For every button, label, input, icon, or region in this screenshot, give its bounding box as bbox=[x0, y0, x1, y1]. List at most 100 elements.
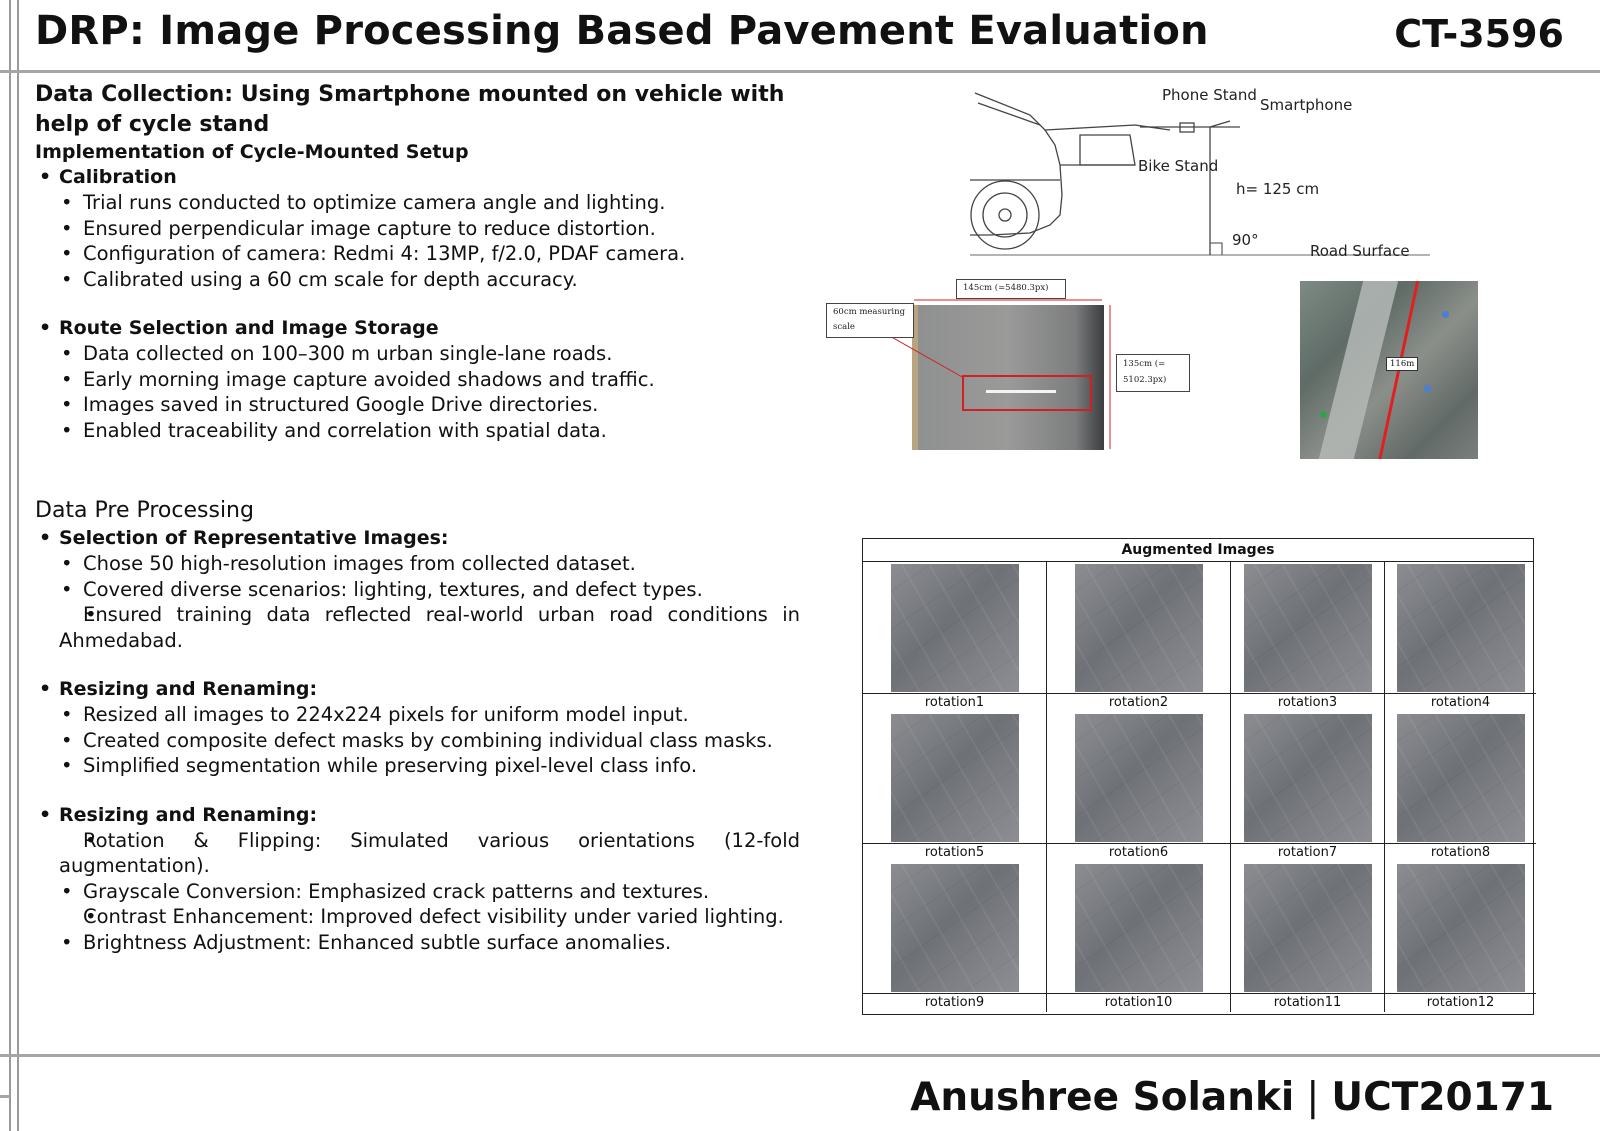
augmented-caption: rotation6 bbox=[1047, 843, 1230, 862]
augmented-caption: rotation12 bbox=[1385, 993, 1536, 1012]
augmented-caption: rotation3 bbox=[1231, 693, 1384, 712]
augmented-cell: rotation9 bbox=[863, 862, 1047, 1012]
calibration-photo: 145cm (=5480.3px) 60cm measuring scale 1… bbox=[826, 279, 1196, 453]
augmented-cell: rotation3 bbox=[1231, 562, 1385, 712]
height-label-line2: 5102.3px) bbox=[1123, 375, 1167, 385]
group-title-selection: Selection of Representative Images: bbox=[35, 526, 800, 551]
collection-list: Calibration Trial runs conducted to opti… bbox=[35, 165, 800, 443]
augmented-image bbox=[1397, 864, 1525, 992]
car-sketch bbox=[970, 92, 1430, 256]
map-pin-icon bbox=[1424, 385, 1431, 392]
data-collection-section: Data Collection: Using Smartphone mounte… bbox=[35, 80, 800, 443]
list-item: Covered diverse scenarios: lighting, tex… bbox=[35, 577, 800, 603]
augmented-image bbox=[1075, 564, 1203, 692]
augmented-caption: rotation10 bbox=[1047, 993, 1230, 1012]
augmented-caption: rotation5 bbox=[863, 843, 1046, 862]
list-item: Chose 50 high-resolution images from col… bbox=[35, 551, 800, 577]
smartphone-label: Smartphone bbox=[1260, 96, 1353, 114]
list-item: Ensured perpendicular image capture to r… bbox=[35, 216, 800, 242]
augmented-title: Augmented Images bbox=[863, 539, 1533, 562]
augmented-cell: rotation11 bbox=[1231, 862, 1385, 1012]
frame-line-left-outer bbox=[9, 0, 11, 1131]
road-surface-label: Road Surface bbox=[1310, 242, 1410, 260]
scale-label-line1: 60cm measuring bbox=[833, 307, 906, 317]
list-item: Rotation & Flipping: Simulated various o… bbox=[35, 828, 800, 879]
list-item: Contrast Enhancement: Improved defect vi… bbox=[35, 904, 800, 930]
height-label: h= 125 cm bbox=[1236, 180, 1320, 198]
group-title-resizing: Resizing and Renaming: bbox=[35, 677, 800, 702]
augmented-image bbox=[1075, 864, 1203, 992]
augmented-caption: rotation8 bbox=[1385, 843, 1536, 862]
measuring-scale bbox=[986, 390, 1056, 393]
augmented-caption: rotation11 bbox=[1231, 993, 1384, 1012]
augmented-image bbox=[1397, 714, 1525, 842]
scale-label-line2: scale bbox=[833, 322, 855, 332]
setup-diagram: Phone Stand Smartphone Bike Stand h= 125… bbox=[970, 85, 1430, 265]
list-item: Brightness Adjustment: Enhanced subtle s… bbox=[35, 930, 800, 956]
group-title-augmentation: Resizing and Renaming: bbox=[35, 803, 800, 828]
preprocessing-list: Selection of Representative Images: Chos… bbox=[35, 526, 800, 955]
augmented-cell: rotation4 bbox=[1385, 562, 1536, 712]
list-item: Early morning image capture avoided shad… bbox=[35, 367, 800, 393]
augmented-caption: rotation2 bbox=[1047, 693, 1230, 712]
collection-subheading: Implementation of Cycle-Mounted Setup bbox=[35, 141, 469, 163]
list-item: Resized all images to 224x224 pixels for… bbox=[35, 702, 800, 728]
angle-label: 90° bbox=[1232, 231, 1259, 249]
list-item: Data collected on 100–300 m urban single… bbox=[35, 341, 800, 367]
page-title: DRP: Image Processing Based Pavement Eva… bbox=[35, 8, 1209, 54]
group-title-route: Route Selection and Image Storage bbox=[35, 316, 800, 341]
augmented-image bbox=[1244, 714, 1372, 842]
augmented-caption: rotation4 bbox=[1385, 693, 1536, 712]
list-item: Created composite defect masks by combin… bbox=[35, 728, 800, 754]
augmented-cell: rotation5 bbox=[863, 712, 1047, 862]
bike-stand-label: Bike Stand bbox=[1138, 157, 1219, 175]
map-pin-icon bbox=[1320, 411, 1327, 418]
augmented-image bbox=[891, 864, 1019, 992]
list-item: Enabled traceability and correlation wit… bbox=[35, 418, 800, 444]
phone-stand-label: Phone Stand bbox=[1162, 86, 1257, 104]
augmented-caption: rotation9 bbox=[863, 993, 1046, 1012]
scale-label-box: 60cm measuring scale bbox=[826, 303, 914, 338]
list-item: Calibrated using a 60 cm scale for depth… bbox=[35, 267, 800, 293]
augmented-image bbox=[891, 714, 1019, 842]
scale-highlight-box bbox=[962, 375, 1092, 411]
map-pin-icon bbox=[1442, 311, 1449, 318]
frame-line-left-inner bbox=[17, 0, 19, 1131]
project-code: CT-3596 bbox=[1394, 12, 1564, 56]
augmented-image bbox=[1397, 564, 1525, 692]
author-id: UCT20171 bbox=[1331, 1075, 1554, 1120]
width-label-box: 145cm (=5480.3px) bbox=[956, 279, 1066, 299]
list-item: Trial runs conducted to optimize camera … bbox=[35, 190, 800, 216]
road-photo bbox=[912, 305, 1104, 450]
group-title-calibration: Calibration bbox=[35, 165, 800, 190]
footer-separator: | bbox=[1306, 1075, 1320, 1120]
list-item: Simplified segmentation while preserving… bbox=[35, 753, 800, 779]
augmented-caption: rotation7 bbox=[1231, 843, 1384, 862]
augmented-cell: rotation6 bbox=[1047, 712, 1231, 862]
list-item: Configuration of camera: Redmi 4: 13MP, … bbox=[35, 241, 800, 267]
augmented-image bbox=[1244, 564, 1372, 692]
augmented-cell: rotation1 bbox=[863, 562, 1047, 712]
frame-tick bbox=[0, 1095, 10, 1098]
preprocessing-section: Data Pre Processing Selection of Represe… bbox=[35, 496, 800, 955]
footer-divider bbox=[0, 1054, 1600, 1057]
augmented-image bbox=[1244, 864, 1372, 992]
augmented-cell: rotation10 bbox=[1047, 862, 1231, 1012]
augmented-caption: rotation1 bbox=[863, 693, 1046, 712]
height-label-line1: 135cm (= bbox=[1123, 359, 1166, 369]
augmented-cell: rotation7 bbox=[1231, 712, 1385, 862]
augmented-image bbox=[891, 564, 1019, 692]
augmented-cell: rotation2 bbox=[1047, 562, 1231, 712]
width-label: 145cm (=5480.3px) bbox=[963, 283, 1049, 293]
annotation-arrows bbox=[887, 299, 1111, 449]
author-footer: Anushree Solanki|UCT20171 bbox=[910, 1075, 1554, 1120]
distance-label: 116m bbox=[1386, 357, 1419, 371]
augmented-image bbox=[1075, 714, 1203, 842]
augmented-cell: rotation12 bbox=[1385, 862, 1536, 1012]
collection-heading: Data Collection: Using Smartphone mounte… bbox=[35, 82, 785, 137]
augmented-cell: rotation8 bbox=[1385, 712, 1536, 862]
satellite-map: 116m bbox=[1300, 281, 1478, 459]
list-item: Ensured training data reflected real-wor… bbox=[35, 602, 800, 653]
preprocessing-heading: Data Pre Processing bbox=[35, 498, 254, 523]
